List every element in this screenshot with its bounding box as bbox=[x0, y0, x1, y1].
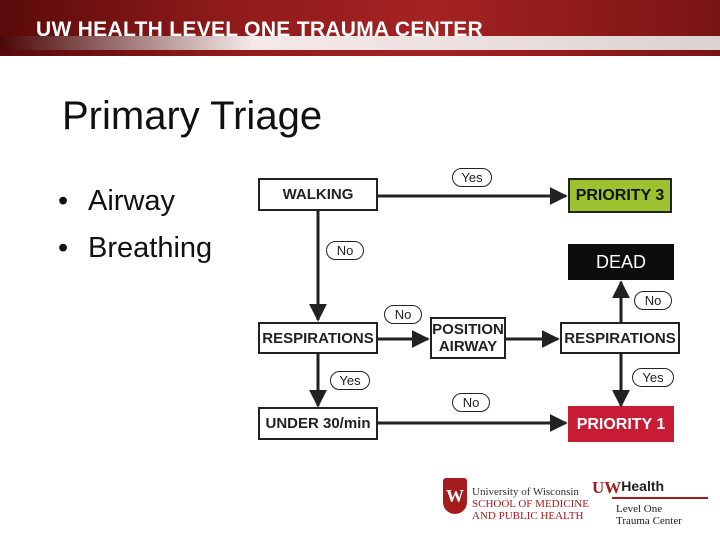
box-position-airway-line1: POSITION bbox=[432, 321, 504, 338]
uw-line1: University of Wisconsin bbox=[472, 486, 579, 498]
header-banner: UW HEALTH LEVEL ONE TRAUMA CENTER bbox=[0, 0, 720, 56]
bullet-text: Airway bbox=[88, 185, 176, 217]
bullet-text: Breathing bbox=[88, 232, 213, 264]
label-respirations-no: No bbox=[384, 305, 422, 324]
header-title: UW HEALTH LEVEL ONE TRAUMA CENTER bbox=[36, 18, 484, 41]
uw-crest-logo: W bbox=[443, 478, 467, 524]
crest-icon: W bbox=[443, 478, 467, 514]
bullet-list: Airway Breathing bbox=[58, 178, 212, 272]
bullet-item-breathing: Breathing bbox=[58, 225, 212, 272]
health-logo-rule bbox=[612, 497, 708, 499]
label-walking-yes: Yes bbox=[452, 168, 492, 187]
box-priority-1: PRIORITY 1 bbox=[568, 406, 674, 442]
box-dead: DEAD bbox=[568, 244, 674, 280]
health-logo-uw: UW bbox=[592, 478, 622, 497]
box-position-airway: POSITION AIRWAY bbox=[430, 317, 506, 359]
box-walking: WALKING bbox=[258, 178, 378, 211]
bullet-item-airway: Airway bbox=[58, 178, 212, 225]
label-airway-no: No bbox=[634, 291, 672, 310]
box-priority-3: PRIORITY 3 bbox=[568, 178, 672, 213]
health-logo-subtitle: Level One Trauma Center bbox=[616, 503, 682, 527]
uw-line2: SCHOOL OF MEDICINE bbox=[472, 498, 589, 510]
health-sub2: Trauma Center bbox=[616, 515, 682, 527]
uw-school-logo-text: University of Wisconsin SCHOOL OF MEDICI… bbox=[472, 486, 589, 522]
uw-line3: AND PUBLIC HEALTH bbox=[472, 510, 584, 522]
label-respirations-yes: Yes bbox=[330, 371, 370, 390]
uw-health-logo: UWHealth Level One Trauma Center bbox=[592, 478, 708, 527]
box-position-airway-line2: AIRWAY bbox=[438, 338, 498, 355]
label-airway-yes: Yes bbox=[632, 368, 674, 387]
label-under30-no: No bbox=[452, 393, 490, 412]
header-stripe bbox=[0, 36, 720, 50]
box-respirations-right: RESPIRATIONS bbox=[560, 322, 680, 354]
slide-title: Primary Triage bbox=[62, 94, 323, 138]
health-logo-word: Health bbox=[621, 478, 665, 494]
health-sub1: Level One bbox=[616, 503, 663, 515]
label-walking-no: No bbox=[326, 241, 364, 260]
box-respirations-left: RESPIRATIONS bbox=[258, 322, 378, 354]
box-under-30: UNDER 30/min bbox=[258, 407, 378, 440]
